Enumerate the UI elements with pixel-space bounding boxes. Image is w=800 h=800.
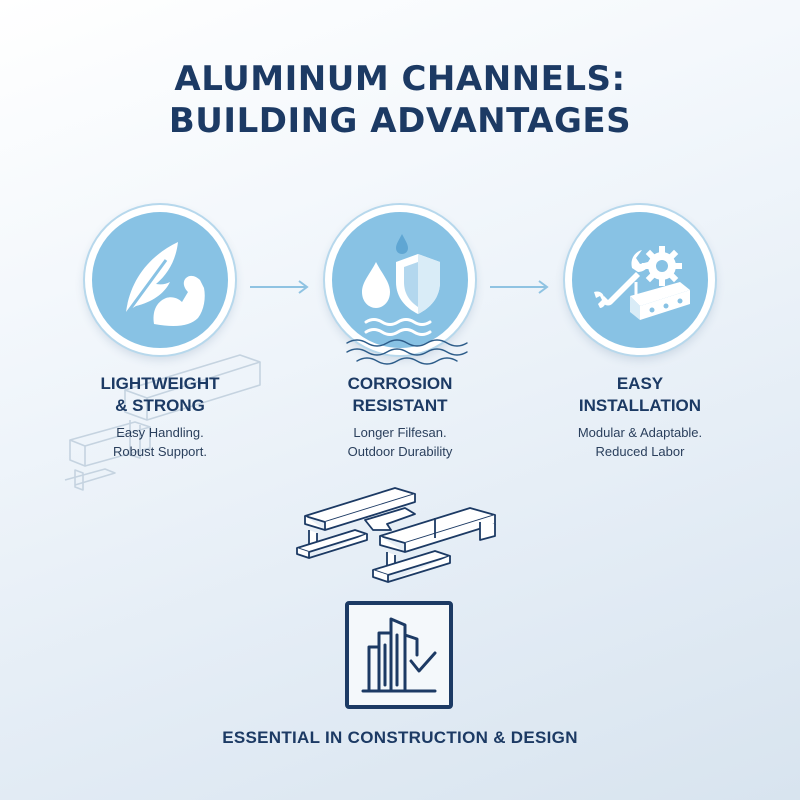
feature-1-title-line-1: LIGHTWEIGHT	[100, 374, 220, 393]
feature-3-description: Modular & Adaptable. Reduced Labor	[520, 423, 760, 461]
background-ibeam-icon	[64, 354, 261, 491]
feature-3-icon-circle	[565, 205, 715, 355]
feature-3-desc-line-1: Modular & Adaptable.	[577, 425, 703, 440]
title-line-2: BUILDING ADVANTAGES	[168, 101, 632, 141]
waves-outline-icon	[346, 339, 468, 365]
feature-1-title-line-2: & STRONG	[115, 396, 205, 415]
footer-caption: ESSENTIAL IN CONSTRUCTION & DESIGN	[222, 728, 578, 747]
waves-icon	[364, 318, 432, 336]
page-title: ALUMINUM CHANNELS: BUILDING ADVANTAGES	[0, 58, 800, 142]
feature-2-description: Longer Filfesan. Outdoor Durability	[280, 423, 520, 461]
building-check-icon	[345, 601, 453, 709]
feature-3-title: EASY INSTALLATION	[520, 373, 760, 417]
feature-1-desc-line-1: Easy Handling.	[116, 425, 204, 440]
feature-2-title: CORROSION RESISTANT	[280, 373, 520, 417]
feature-1-title: LIGHTWEIGHT & STRONG	[40, 373, 280, 417]
feature-2-title-line-1: CORROSION	[347, 374, 453, 393]
arrow-right-icon	[250, 280, 309, 294]
feature-1-icon-circle	[85, 205, 235, 355]
water-drop-icon	[362, 234, 408, 308]
feature-2-desc-line-1: Longer Filfesan.	[353, 425, 447, 440]
feature-1-desc-line-2: Robust Support.	[113, 444, 207, 459]
feature-3-title-line-2: INSTALLATION	[578, 396, 702, 415]
feature-1-description: Easy Handling. Robust Support.	[40, 423, 280, 461]
feature-2-title-line-2: RESISTANT	[352, 396, 448, 415]
feature-3-title-line-1: EASY	[616, 374, 664, 393]
arrow-right-icon	[490, 280, 549, 294]
channel-bracket-icon	[630, 282, 690, 320]
flexed-arm-icon	[153, 275, 205, 326]
gear-icon	[642, 246, 682, 286]
shield-icon	[396, 254, 440, 314]
feature-2-desc-line-2: Outdoor Durability	[347, 444, 453, 459]
feature-2-icon-circle	[325, 205, 475, 355]
crossed-ibeams-icon	[296, 487, 496, 583]
title-line-1: ALUMINUM CHANNELS:	[174, 59, 626, 99]
feature-3-desc-line-2: Reduced Labor	[595, 444, 685, 459]
